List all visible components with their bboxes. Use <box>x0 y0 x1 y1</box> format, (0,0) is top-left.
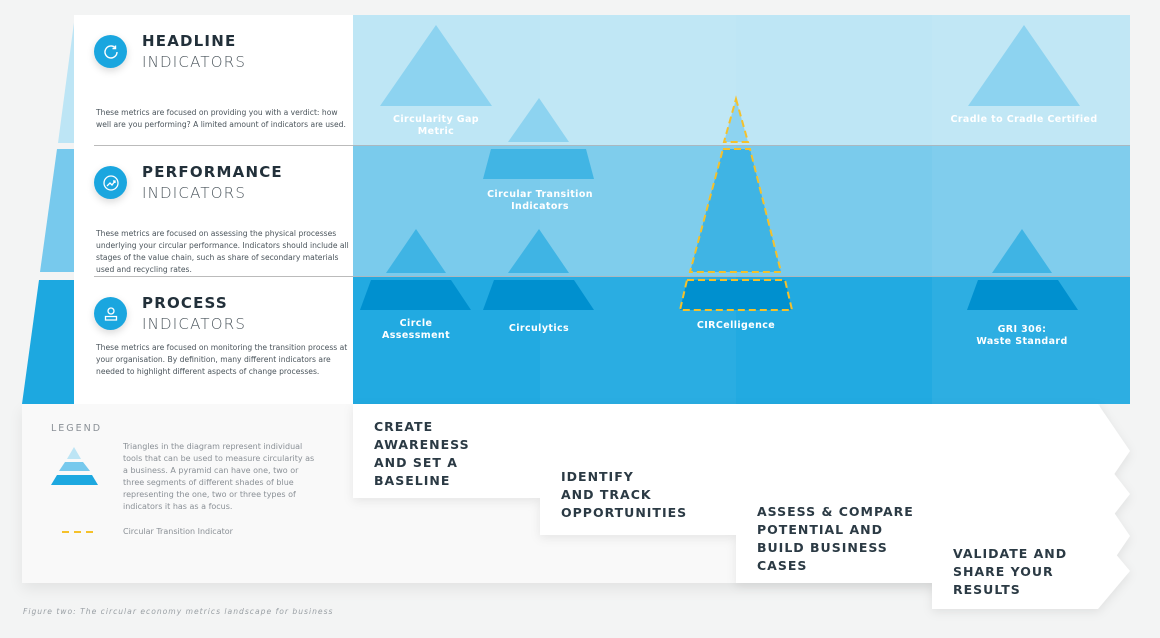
section-subtitle: INDICATORS <box>142 53 247 71</box>
gri-middle-segment <box>992 229 1052 273</box>
person-icon <box>94 297 127 330</box>
section-description: These metrics are focused on monitoring … <box>96 343 348 376</box>
section-title: PROCESS <box>142 294 228 312</box>
legend-pyramid-bottom <box>51 475 98 485</box>
tool-label: CIRCelligence <box>696 320 776 331</box>
section-subtitle: INDICATORS <box>142 184 247 202</box>
legend-pyramid-top <box>67 447 81 459</box>
circelligence-middle-segment <box>688 148 783 273</box>
gri-bottom-segment <box>967 280 1078 310</box>
circle-assessment-middle-segment <box>386 229 446 273</box>
tool-label: Cradle to Cradle Certified <box>950 114 1098 125</box>
circle-assessment-bottom-segment <box>360 280 471 310</box>
legend-title: LEGEND <box>51 423 103 434</box>
divider <box>94 145 353 146</box>
left-band-process <box>22 280 80 404</box>
column-shade <box>540 15 736 404</box>
figure-caption: Figure two: The circular economy metrics… <box>23 607 334 616</box>
tool-label: GRI 306:Waste Standard <box>976 324 1068 347</box>
circelligence-bottom-segment <box>678 279 794 311</box>
legend-dashed-label: Circular Transition Indicator <box>123 527 233 536</box>
section-title: PERFORMANCE <box>142 163 283 181</box>
section-subtitle: INDICATORS <box>142 315 247 333</box>
left-band-performance <box>40 149 80 272</box>
circularity-gap-triangle <box>380 25 492 106</box>
trend-up-icon <box>94 166 127 199</box>
legend-pyramid-middle <box>59 462 90 471</box>
circulytics-bottom-segment <box>483 280 594 310</box>
cti-middle-segment <box>483 149 594 179</box>
tool-label: Circulytics <box>508 323 570 334</box>
cradle-to-cradle-triangle <box>968 25 1080 106</box>
circelligence-top-segment <box>722 95 750 143</box>
refresh-icon <box>94 35 127 68</box>
section-description: These metrics are focused on providing y… <box>96 108 346 129</box>
legend-description: Triangles in the diagram represent indiv… <box>123 442 315 511</box>
circulytics-middle-segment <box>508 229 569 273</box>
cti-top-segment <box>508 98 569 142</box>
indicator-panel: HEADLINE INDICATORS These metrics are fo… <box>74 15 353 404</box>
section-description: These metrics are focused on assessing t… <box>96 229 349 274</box>
step-4-chevron <box>932 533 1130 609</box>
divider <box>94 276 353 277</box>
section-title: HEADLINE <box>142 32 237 50</box>
